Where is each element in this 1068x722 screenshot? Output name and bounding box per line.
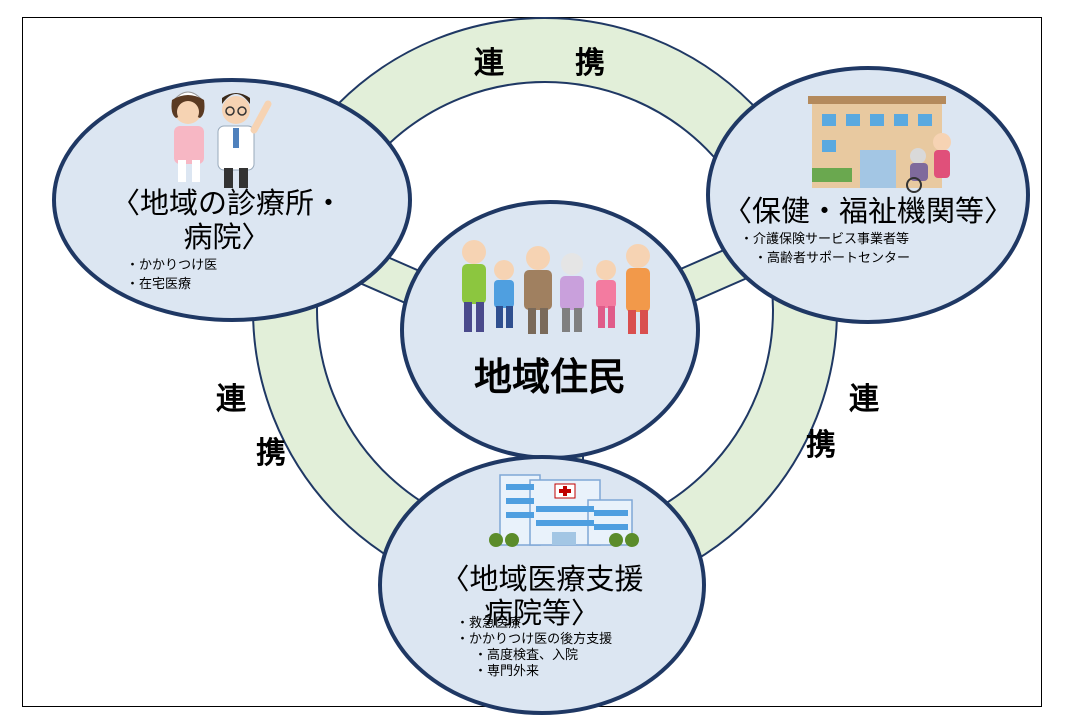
- clinic-item: ・在宅医療: [126, 277, 192, 292]
- link-top-char1: 連: [474, 46, 504, 81]
- link-left-char2: 携: [256, 436, 286, 471]
- family-icon: [462, 240, 650, 334]
- clinic-title: 〈地域の診療所・ 病院〉: [62, 186, 392, 254]
- residents-title: 地域住民: [473, 355, 626, 399]
- welfare-circle: [706, 66, 1030, 324]
- welfare-item: ・介護保険サービス事業者等: [740, 232, 910, 247]
- care-facility-icon: [808, 96, 951, 193]
- clinic-item: ・かかりつけ医: [126, 258, 218, 273]
- clinic-title-line1: 〈地域の診療所・: [110, 186, 343, 220]
- support-hospital-title-line1: 〈地域医療支援: [440, 562, 644, 596]
- welfare-title: 〈保健・福祉機関等〉: [722, 194, 1013, 228]
- doctor-and-nurse-icon: [171, 91, 272, 188]
- support-hospital-title-line2: 病院等〉: [483, 596, 600, 630]
- hospital-building-icon: [489, 474, 639, 547]
- support-hospital-item: ・救急医療: [456, 616, 522, 631]
- support-hospital-item: ・専門外来: [474, 664, 540, 679]
- welfare-items: ・介護保険サービス事業者等 ・高齢者サポートセンター: [740, 230, 1000, 268]
- residents-circle: [400, 200, 700, 460]
- link-left-char1: 連: [216, 382, 246, 417]
- welfare-item: ・高齢者サポートセンター: [754, 251, 911, 266]
- link-right-char1: 連: [849, 382, 879, 417]
- link-right-char2: 携: [806, 428, 836, 463]
- clinic-title-line2: 病院〉: [183, 220, 271, 254]
- support-hospital-item: ・高度検査、入院: [474, 648, 579, 663]
- support-hospital-items: ・救急医療 ・かかりつけ医の後方支援 ・高度検査、入院 ・専門外来: [456, 616, 676, 680]
- support-hospital-item: ・かかりつけ医の後方支援: [456, 632, 613, 647]
- clinic-items: ・かかりつけ医 ・在宅医療: [126, 256, 286, 294]
- link-top-char2: 携: [575, 46, 605, 81]
- clinic-circle: [52, 78, 412, 322]
- support-hospital-title: 〈地域医療支援 病院等〉: [392, 562, 692, 630]
